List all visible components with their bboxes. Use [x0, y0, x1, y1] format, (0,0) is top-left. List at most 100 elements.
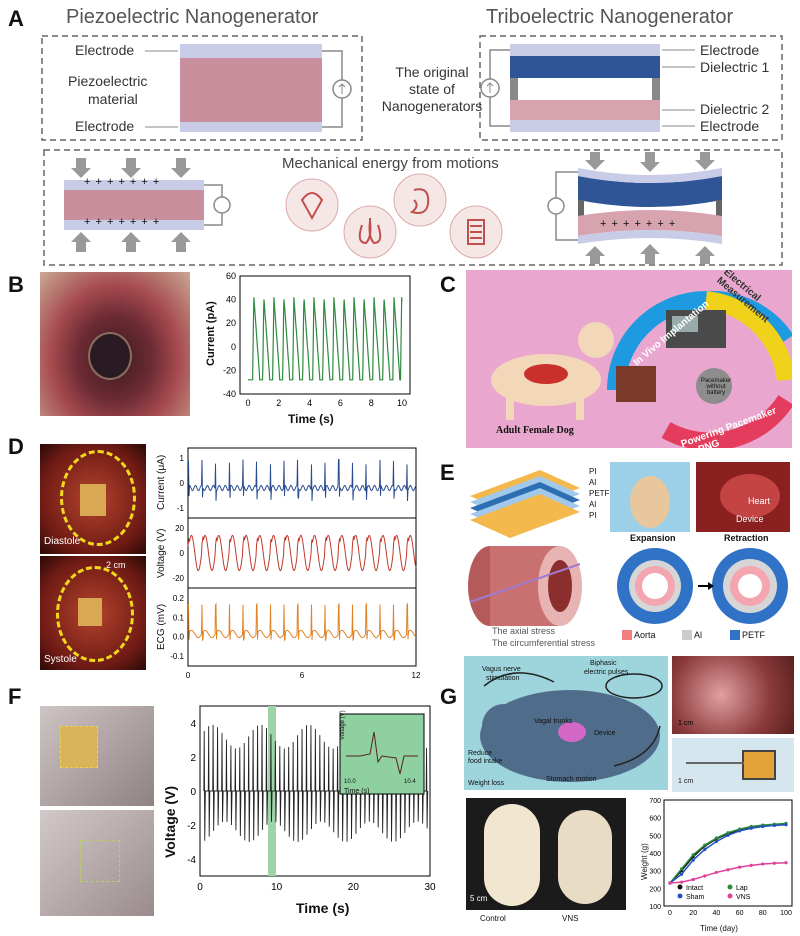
panel-c-graphic [491, 290, 792, 448]
chart-g-ytick: 200 [649, 886, 661, 893]
piezo-bottom-electrode-label: Electrode [75, 118, 135, 134]
panel-label-c: C [440, 272, 456, 297]
tribo-plus-row: + + + + + + + [600, 218, 677, 230]
chart-g-point [714, 870, 718, 875]
chart-b-ytick: -20 [223, 365, 236, 375]
chart-f-ytick: 0 [190, 787, 196, 798]
reduce-text-1: Reduce [468, 750, 493, 757]
panel-e-diagram [468, 462, 790, 640]
chart-d-ytick: -20 [172, 574, 184, 583]
g-device-label: Device [594, 730, 616, 737]
inset-xtick-0: 10.0 [344, 779, 356, 785]
panel-g-diagram: Vagus nerve stimulation Biphasic electri… [464, 656, 668, 790]
photo-f-bottom [40, 810, 154, 916]
chart-g-ytick: 500 [649, 833, 661, 840]
chart-d-series-2 [187, 534, 417, 572]
chart-b-xtick: 10 [397, 398, 407, 408]
chart-g-legend-marker [727, 893, 733, 899]
chart-g-ytick: 700 [649, 798, 661, 805]
chart-g-point [691, 853, 695, 857]
layer-al-2: Al [589, 500, 597, 509]
vns-label: VNS [562, 914, 579, 923]
panel-a-diagram [41, 35, 783, 266]
piezo-material-label-2: material [88, 91, 138, 107]
chart-d-ytick: 0 [180, 549, 185, 558]
tribo-top-electrode-label: Electrode [700, 42, 760, 58]
tribo-dielectric2-label: Dielectric 2 [700, 101, 770, 117]
chart-f-ytick: -4 [187, 855, 196, 866]
chart-d-ytick: 0.0 [173, 633, 185, 642]
photo-f-top [40, 706, 154, 806]
chart-b-xtick: 8 [369, 398, 374, 408]
chart-g-legend-marker [727, 884, 733, 890]
systole-label: Systole [44, 654, 77, 665]
scale-2cm: 2 cm [106, 560, 126, 570]
chart-g-point [784, 861, 788, 865]
chart-g-point [726, 833, 730, 837]
chart-f-xtick: 30 [424, 882, 436, 893]
chart-g-point [772, 861, 776, 865]
chart-f-xtick: 10 [271, 882, 283, 893]
piezo-plus-row-top: + + + + + + + [84, 176, 161, 188]
chart-d-xtick: 12 [412, 671, 420, 680]
chart-d-series-3 [187, 602, 417, 642]
vagus-text-2: stimulation [486, 675, 520, 682]
chart-b-xtick: 6 [338, 398, 343, 408]
chart-d-ytick: 20 [175, 524, 184, 533]
center-text-3: Nanogenerators [381, 98, 483, 114]
chart-b-ylabel: Current (pA) [205, 301, 217, 366]
chart-d-ytick: -0.1 [170, 652, 184, 661]
chart-g-xtick: 100 [780, 910, 792, 917]
chart-b-ytick: 0 [231, 342, 236, 352]
chart-g-point [726, 868, 730, 872]
chart-g-ytick: 400 [649, 851, 661, 858]
chart-f-ytick: 4 [190, 719, 196, 730]
legend-al: Al [694, 630, 703, 640]
chart-g-point [680, 872, 684, 876]
stomach-motion-text: Stomach motion [546, 776, 597, 783]
chart-d-xtick: 6 [300, 671, 305, 680]
photo-b-implant [40, 272, 190, 416]
control-label: Control [480, 914, 506, 923]
chart-g-point [749, 826, 753, 830]
chart-g-point [726, 831, 730, 835]
tribo-dielectric1-label: Dielectric 1 [700, 59, 770, 75]
chart-g-point [703, 874, 707, 878]
legend-petf: PETF [742, 630, 766, 640]
chart-b-xtick: 2 [276, 398, 281, 408]
chart-g-xtick: 0 [668, 910, 672, 917]
chart-d-ylabel-current: Current (μA) [156, 454, 167, 510]
photo-g-rats: 5 cm [466, 798, 626, 910]
chart-g-point [703, 847, 707, 852]
chart-g-point [680, 880, 684, 884]
chart-g-xtick: 20 [689, 910, 697, 917]
chart-b-ytick: 20 [226, 318, 236, 328]
chart-b-xlabel: Time (s) [288, 412, 334, 426]
chart-g-xtick: 60 [736, 910, 744, 917]
inset-xlabel: Time (s) [344, 788, 370, 795]
chart-b-ytick: 60 [226, 271, 236, 281]
chart-f-ylabel: Voltage (V) [162, 785, 178, 858]
chart-g-point [714, 839, 718, 844]
piezo-top-electrode-label: Electrode [75, 42, 135, 58]
panel-label-b: B [8, 272, 24, 297]
device-label: Device [736, 514, 764, 524]
panel-label-d: D [8, 434, 24, 459]
chart-d-ytick: -1 [177, 504, 185, 513]
chart-g-ytick: 300 [649, 869, 661, 876]
dog-label: Adult Female Dog [496, 425, 574, 436]
piezo-plus-row-bottom: + + + + + + + [84, 216, 161, 228]
panel-label-e: E [440, 460, 455, 485]
chart-g-point [691, 877, 695, 882]
chart-b-xtick: 4 [307, 398, 312, 408]
chart-d-ytick: 0.1 [173, 613, 185, 622]
chart-d-ytick: 0 [180, 479, 185, 488]
chart-g-xtick: 40 [713, 910, 721, 917]
chart-g-point [668, 881, 672, 885]
center-text-2: state of [409, 81, 455, 97]
chart-g-point [680, 867, 684, 871]
chart-b-series [248, 297, 403, 381]
chart-g-legend-label: Lap [736, 885, 748, 892]
